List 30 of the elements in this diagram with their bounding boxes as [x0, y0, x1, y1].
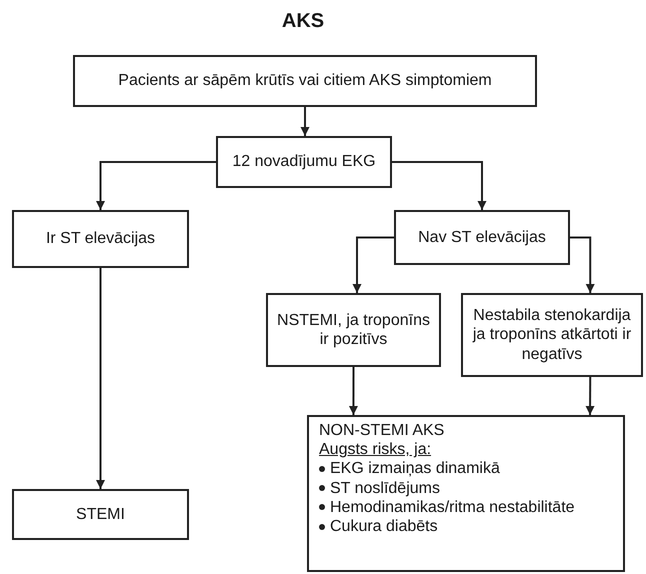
process-box: [216, 136, 392, 188]
diagram-title: AKS: [280, 10, 326, 33]
arrow: [586, 377, 595, 415]
list-item: Hemodinamikas/ritma nestabilitāte: [330, 498, 575, 517]
list-item: Cukura diabēts: [330, 516, 438, 536]
arrow: [96, 268, 105, 489]
risk-box: [307, 415, 625, 572]
process-box: [461, 293, 643, 377]
process-box: [12, 489, 189, 540]
list-item: ST noslīdējums: [330, 478, 440, 498]
process-box: [12, 210, 189, 268]
box-text: STEMI: [76, 504, 125, 524]
arrow: [392, 161, 486, 210]
arrow: [570, 236, 595, 293]
box-text: Pacients ar sāpēm krūtīs vai citiem AKS simptomiem: [118, 71, 492, 91]
list-heading: Augsts risks, ja:: [319, 440, 432, 460]
box-text: Nestabila stenokardija ja troponīns atkārtoti ir negatīvs: [472, 306, 632, 364]
process-box: [394, 210, 570, 265]
arrow: [352, 236, 394, 293]
box-text: 12 novadījumu EKG: [232, 152, 376, 172]
arrow: [96, 161, 216, 210]
box-text: NSTEMI, ja troponīns ir pozitīvs: [276, 310, 431, 350]
process-box: [73, 55, 537, 107]
arrow: [300, 107, 310, 136]
arrow: [348, 367, 358, 415]
box-heading: NON-STEMI AKS: [319, 421, 444, 440]
box-text: Ir ST elevācijas: [46, 229, 156, 249]
box-text: Nav ST elevācijas: [418, 228, 546, 248]
process-box: [266, 293, 441, 367]
list-item: EKG izmaiņas dinamikā: [330, 459, 500, 479]
